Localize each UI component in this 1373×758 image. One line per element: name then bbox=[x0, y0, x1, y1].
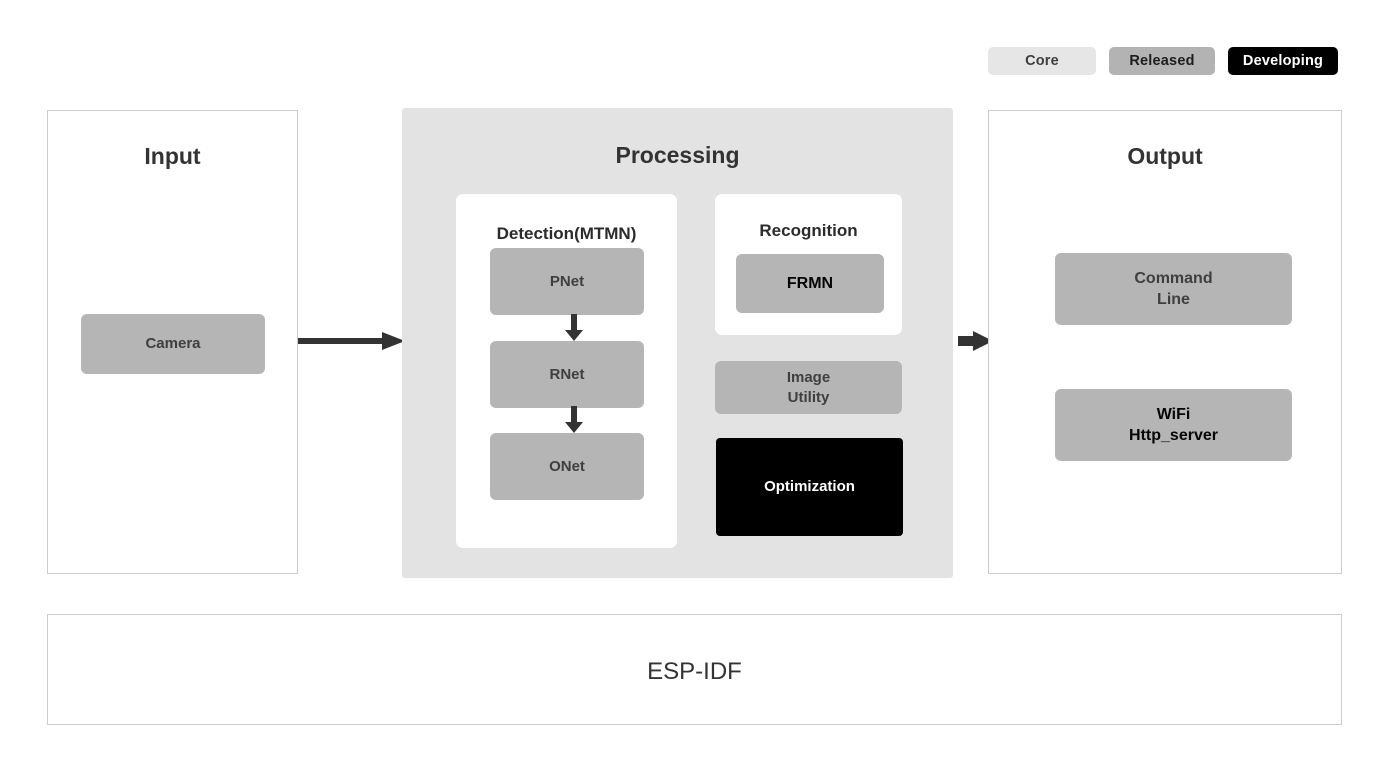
card-detection: Detection(MTMN) PNet RNet ONet bbox=[456, 194, 677, 548]
panel-input: Input Camera bbox=[47, 110, 298, 574]
node-command-line: Command Line bbox=[1055, 253, 1292, 325]
card-recognition-title: Recognition bbox=[759, 221, 858, 240]
legend-chip-core-label: Core bbox=[1025, 53, 1059, 69]
legend: Core Released Developing bbox=[988, 47, 1338, 75]
arrow-pnet-to-rnet-icon bbox=[563, 314, 585, 342]
node-wifi-http-server: WiFi Http_server bbox=[1055, 389, 1292, 461]
panel-esp-idf: ESP-IDF bbox=[47, 614, 1342, 725]
legend-chip-developing-label: Developing bbox=[1242, 53, 1324, 69]
node-camera: Camera bbox=[81, 314, 265, 374]
node-pnet: PNet bbox=[490, 248, 644, 315]
legend-chip-released-label: Released bbox=[1129, 53, 1195, 69]
panel-input-title: Input bbox=[144, 143, 201, 169]
legend-chip-developing: Developing bbox=[1228, 47, 1338, 75]
node-image-utility: Image Utility bbox=[715, 361, 902, 414]
esp-idf-label: ESP-IDF bbox=[647, 658, 742, 685]
card-recognition: Recognition FRMN bbox=[715, 194, 902, 335]
panel-processing: Processing Detection(MTMN) PNet RNet ONe… bbox=[402, 108, 953, 578]
panel-output-title: Output bbox=[1127, 143, 1203, 169]
node-rnet: RNet bbox=[490, 341, 644, 408]
panel-processing-title: Processing bbox=[615, 142, 740, 168]
node-optimization: Optimization bbox=[716, 438, 903, 536]
node-onet: ONet bbox=[490, 433, 644, 500]
panel-output: Output Command Line WiFi Http_server bbox=[988, 110, 1342, 574]
arrow-input-to-processing-icon bbox=[298, 330, 406, 352]
card-detection-title: Detection(MTMN) bbox=[496, 224, 637, 243]
legend-chip-core: Core bbox=[988, 47, 1096, 75]
legend-chip-released: Released bbox=[1109, 47, 1215, 75]
node-frmn: FRMN bbox=[736, 254, 884, 313]
arrow-processing-to-output-icon bbox=[958, 330, 994, 352]
arrow-rnet-to-onet-icon bbox=[563, 406, 585, 434]
